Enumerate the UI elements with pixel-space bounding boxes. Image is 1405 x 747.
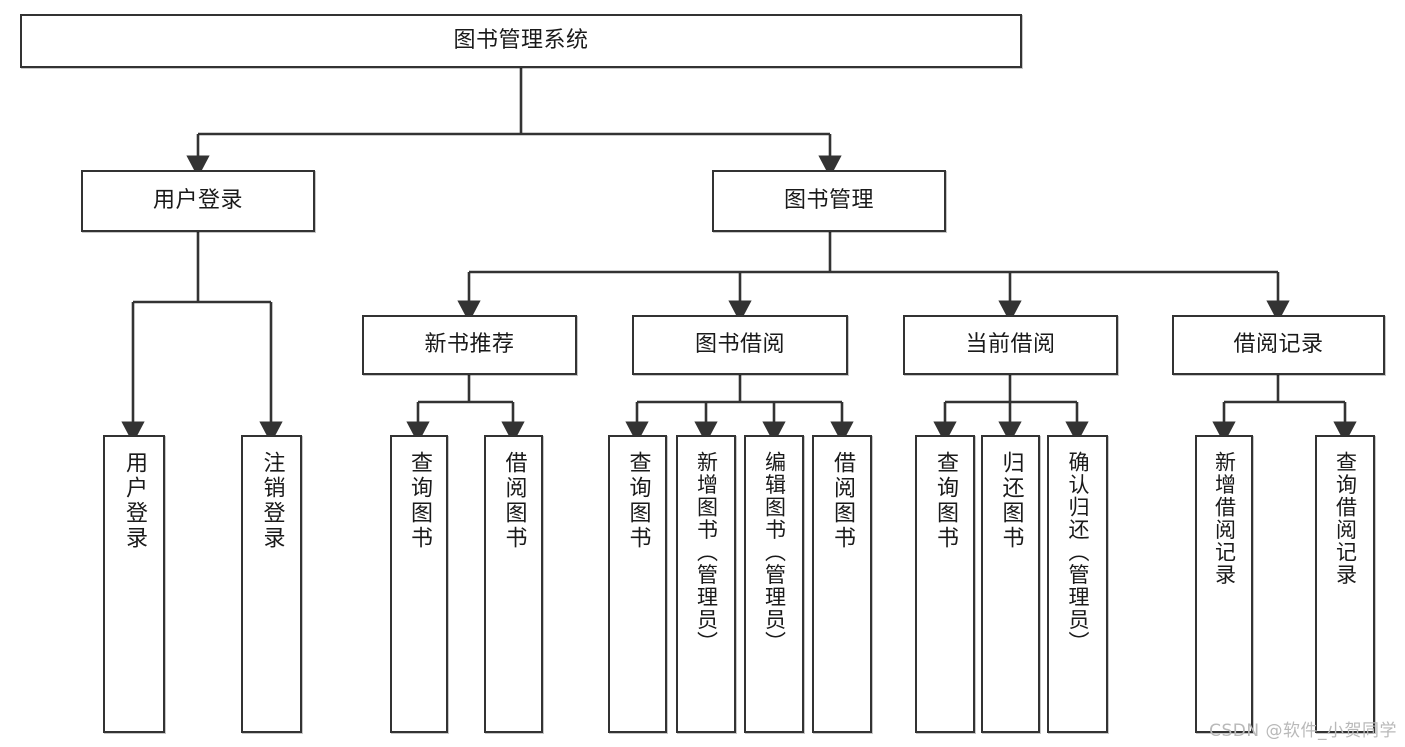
node-label: 新书推荐 xyxy=(424,332,515,358)
node-label: 确认归还（管理员） xyxy=(1066,451,1090,654)
node-leaf-logout[interactable]: 注销登录 xyxy=(241,435,302,733)
node-borrow-record[interactable]: 借阅记录 xyxy=(1172,315,1385,375)
node-current-borrow[interactable]: 当前借阅 xyxy=(903,315,1118,375)
node-label: 当前借阅 xyxy=(965,332,1056,358)
node-label: 新增借阅记录 xyxy=(1212,451,1237,586)
node-leaf-query-borrow-record[interactable]: 查询借阅记录 xyxy=(1315,435,1375,733)
node-leaf-query-book-borrow[interactable]: 查询图书 xyxy=(608,435,667,733)
node-label: 用户登录 xyxy=(152,188,243,214)
node-leaf-confirm-return-admin[interactable]: 确认归还（管理员） xyxy=(1047,435,1108,733)
node-leaf-return-book[interactable]: 归还图书 xyxy=(981,435,1040,733)
node-label: 查询借阅记录 xyxy=(1333,451,1358,586)
node-leaf-user-login[interactable]: 用户登录 xyxy=(103,435,165,733)
node-label: 注销登录 xyxy=(259,451,285,551)
node-label: 图书管理 xyxy=(783,188,874,214)
node-label: 借阅记录 xyxy=(1233,332,1324,358)
node-root-book-management-system[interactable]: 图书管理系统 xyxy=(20,14,1022,68)
node-label: 归还图书 xyxy=(998,451,1024,551)
node-label: 借阅图书 xyxy=(830,451,855,551)
node-new-book-recommend[interactable]: 新书推荐 xyxy=(362,315,577,375)
node-label: 图书借阅 xyxy=(694,332,785,358)
node-leaf-edit-book-admin[interactable]: 编辑图书（管理员） xyxy=(744,435,804,733)
node-leaf-add-book-admin[interactable]: 新增图书（管理员） xyxy=(676,435,736,733)
node-label: 查询图书 xyxy=(933,451,958,551)
node-label: 查询图书 xyxy=(625,451,651,551)
node-book-borrow[interactable]: 图书借阅 xyxy=(632,315,848,375)
node-label: 新增图书（管理员） xyxy=(694,451,719,654)
node-label: 图书管理系统 xyxy=(453,28,589,54)
node-label: 用户登录 xyxy=(122,451,147,551)
node-leaf-add-borrow-record[interactable]: 新增借阅记录 xyxy=(1195,435,1253,733)
node-leaf-borrow-book[interactable]: 借阅图书 xyxy=(812,435,872,733)
node-leaf-query-book-recommend[interactable]: 查询图书 xyxy=(390,435,448,733)
node-book-management[interactable]: 图书管理 xyxy=(712,170,946,232)
node-user-login[interactable]: 用户登录 xyxy=(81,170,315,232)
node-leaf-query-book-current[interactable]: 查询图书 xyxy=(915,435,975,733)
node-label: 编辑图书（管理员） xyxy=(762,451,787,654)
node-label: 借阅图书 xyxy=(501,451,527,551)
node-leaf-borrow-book-recommend[interactable]: 借阅图书 xyxy=(484,435,543,733)
node-label: 查询图书 xyxy=(407,451,432,551)
